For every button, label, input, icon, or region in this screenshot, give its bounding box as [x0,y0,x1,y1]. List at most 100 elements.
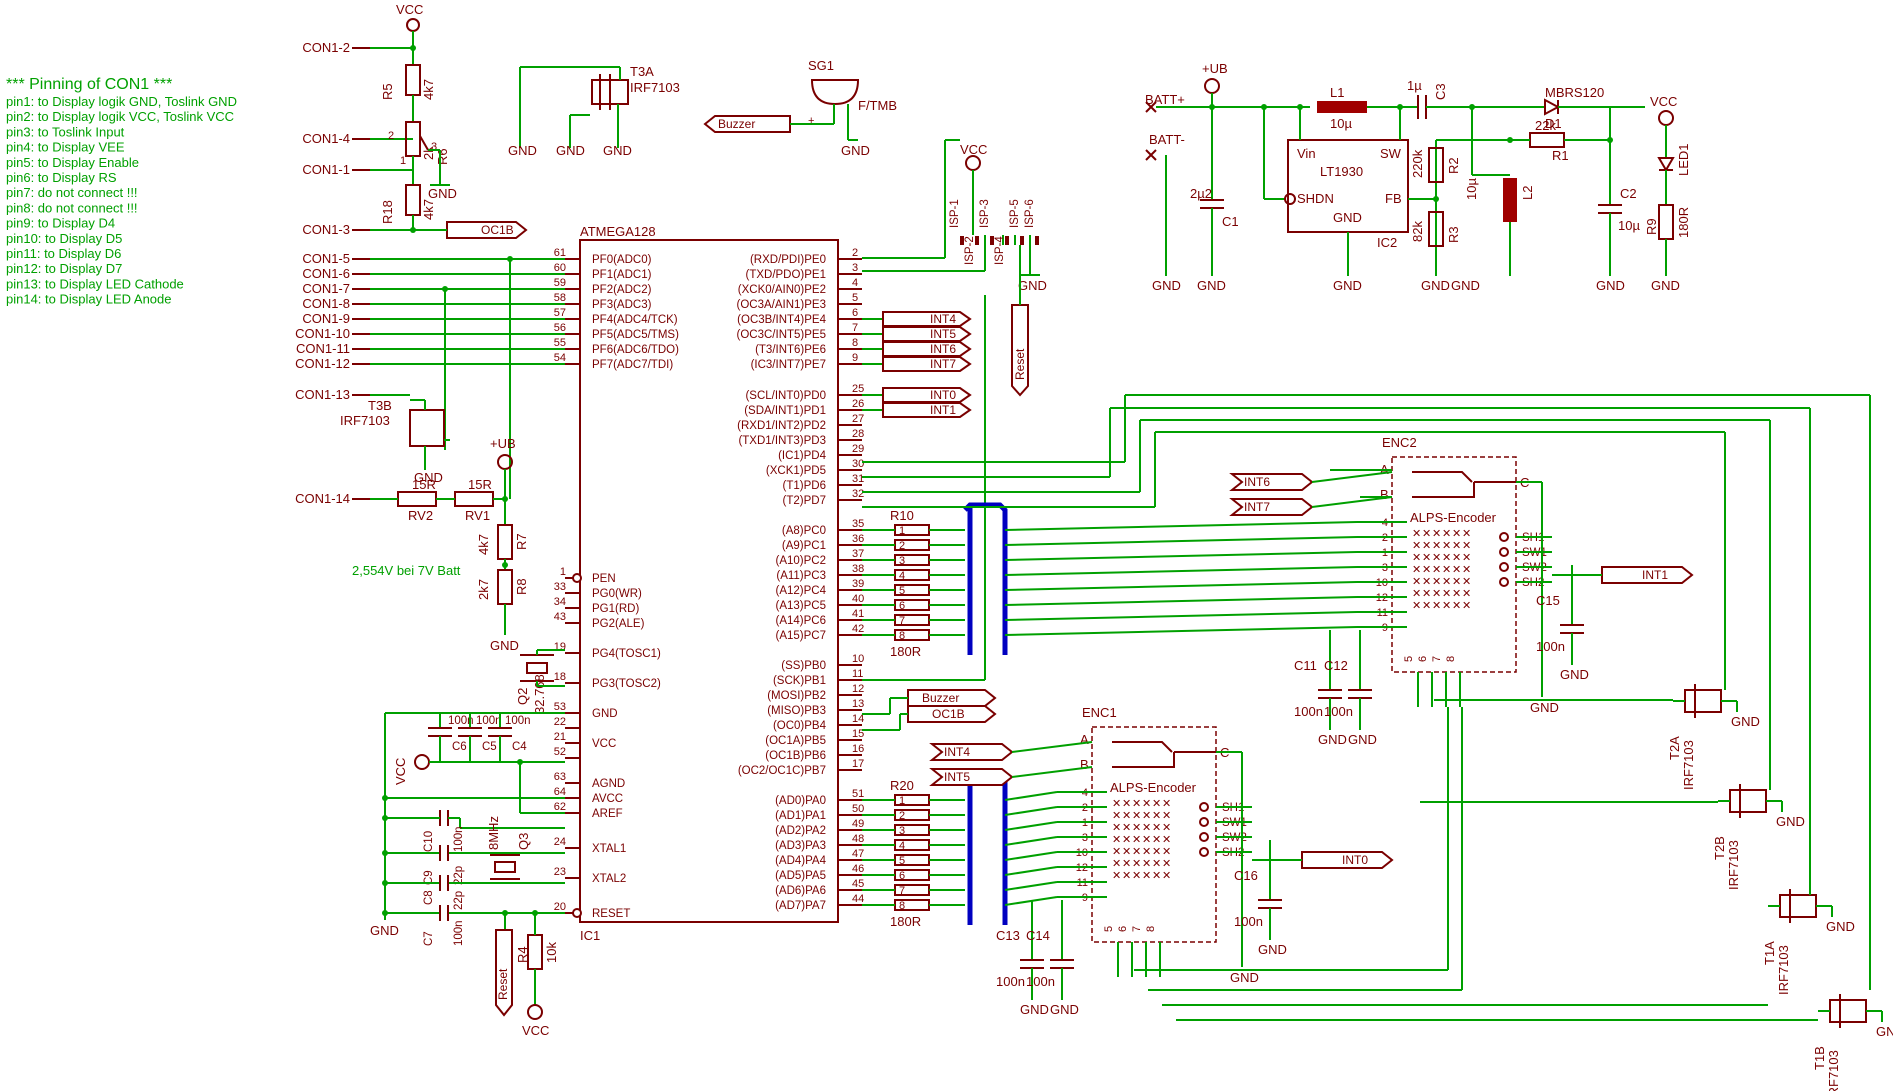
r3-value: 82k [1410,221,1425,242]
mosfet-value: IRF7103 [1681,740,1696,790]
mcu-left-pin-number: 34 [554,596,566,608]
mcu-right-pin-name: (RXD1/INT2)PD2 [737,420,826,432]
battery-voltage-note: 2,554V bei 7V Batt [352,563,461,578]
svg-text:✕: ✕ [1122,846,1131,858]
con1-note-line: pin4: to Display VEE [6,140,125,155]
r9-value: 180R [1676,207,1691,238]
resistor-r1 [1529,132,1565,148]
int-net-flag [882,387,972,403]
mcu-left-pins: 61PF0(ADC0)60PF1(ADC1)59PF2(ADC2)58PF3(A… [554,247,679,920]
encoder-int-label: INT5 [944,770,970,784]
svg-text:✕: ✕ [1442,588,1451,600]
con1-connector: CON1-2CON1-4CON1-1CON1-3CON1-5CON1-6CON1… [295,40,565,506]
mcu-left-pin-name: PF4(ADC4/TCK) [592,314,678,326]
mcu-right-pin-name: (TXD1/INT3)PD3 [738,435,826,447]
encoder-outline [1091,726,1217,943]
svg-text:✕: ✕ [1152,870,1161,882]
mcu-right-pins: 2(RXD/PDI)PE03(TXD/PDO)PE14(XCK0/AIN0)PE… [737,247,865,912]
svg-text:✕: ✕ [1462,540,1471,552]
vcc-symbol-isp [965,155,981,171]
mosfet-value: IRF7103 [1776,945,1791,995]
mcu-right-pin-number: 29 [852,443,864,455]
svg-text:✕: ✕ [1422,576,1431,588]
svg-text:✕: ✕ [1132,810,1141,822]
svg-text:✕: ✕ [1112,798,1121,810]
oc1b-net-label-left: OC1B [481,223,514,237]
mcu-right-pin-name: (OC1B)PB6 [765,750,826,762]
mcu-right-pin-name: (AD7)PA7 [775,900,826,912]
mcu-right-pin-number: 27 [852,413,864,425]
c4-value: 100n [505,715,531,727]
mcu-right-pin-name: (A11)PC3 [776,570,826,582]
svg-text:✕: ✕ [1122,810,1131,822]
mcu-right-pin-number: 42 [852,623,864,635]
mosfet [1729,789,1767,813]
mcu-right-pin-name: (SCL/INT0)PD0 [745,390,826,402]
mcu-right-pin-number: 8 [852,337,858,349]
sg1-value: F/TMB [858,98,897,113]
con1-pin-label: CON1-13 [295,387,350,402]
encoder-int-label: INT4 [944,745,970,759]
con1-pin-label: CON1-3 [302,222,350,237]
ic2-gnd: GND [1333,210,1362,225]
gnd-mcu-left: GND [370,923,399,938]
vcc-label-isp: VCC [960,142,987,157]
buzzer-net-label: Buzzer [718,117,755,131]
mosfet-value: IRF7103 [1826,1050,1841,1091]
mcu-left-pin-number: 18 [554,671,566,683]
svg-text:✕: ✕ [1432,576,1441,588]
con1-note-line: pin5: to Display Enable [6,155,139,170]
r3-label: R3 [1446,226,1461,243]
mosfet-label: T2A [1667,736,1682,760]
mcu-right-pin-number: 6 [852,307,858,319]
svg-text:✕: ✕ [1432,564,1441,576]
resistor-network-pin: 3 [899,825,905,837]
r9-label: R9 [1644,218,1659,235]
capacitor-value: 100n [1234,914,1263,929]
con1-pin-label: CON1-9 [302,311,350,326]
t3a-value: IRF7103 [630,80,680,95]
svg-text:✕: ✕ [1112,822,1121,834]
mcu-right-pin-name: (IC1)PD4 [778,450,827,462]
c1-label: C1 [1222,214,1239,229]
svg-text:✕: ✕ [1442,552,1451,564]
c2-label: C2 [1620,186,1637,201]
int-net-flag [882,341,972,357]
con1-note-line: pin7: do not connect !!! [6,185,138,200]
resistor-r3 [1428,211,1444,247]
q2-value: 32.768 [532,674,547,714]
mcu-left-pin-name: PF5(ADC5/TMS) [592,329,679,341]
mosfet-label: T1A [1762,941,1777,965]
svg-text:✕: ✕ [1132,858,1141,870]
mcu-right-pin-name: (MOSI)PB2 [767,690,826,702]
c6-label: C6 [452,741,467,753]
c7-label: C7 [423,931,435,946]
mosfet-value: IRF7103 [1726,840,1741,890]
svg-text:✕: ✕ [1412,576,1421,588]
mcu-right-pin-number: 32 [852,488,864,500]
encoder-bottom-pin: 5 [1403,656,1415,662]
resistor-network-value: 180R [890,644,921,659]
c9-label: C9 [423,870,435,885]
mcu-left-pin-name: PEN [592,573,616,585]
svg-text:✕: ✕ [1412,552,1421,564]
c3-label: C3 [1433,83,1448,100]
svg-text:✕: ✕ [1132,846,1141,858]
gnd-capacitor: GND [1560,667,1589,682]
resistor-network-pin: 7 [899,885,905,897]
encoder-bottom-pin: 6 [1417,656,1429,662]
c2-value: 10µ [1618,218,1640,233]
t3b-value: IRF7103 [340,413,390,428]
encoder-bottom-pin: 7 [1131,926,1143,932]
mcu-right-pin-name: (T1)PD6 [783,480,826,492]
gnd-r9: GND [1651,278,1680,293]
encoder-enc1: ENC1ALPS-EncoderABC42131012119✕✕✕✕✕✕✕✕✕✕… [929,705,1394,1017]
isp-pin-label: ISP-1 [949,199,961,228]
encoder-int-flag [929,768,1014,786]
encoder-bottom-pin: 8 [1145,926,1157,932]
mcu-right-pin-number: 12 [852,683,864,695]
reset-net-label-isp: Reset [1013,348,1027,380]
encoder-type: ALPS-Encoder [1110,780,1197,795]
r8-label: R8 [514,578,529,595]
con1-pin-label: CON1-10 [295,326,350,341]
